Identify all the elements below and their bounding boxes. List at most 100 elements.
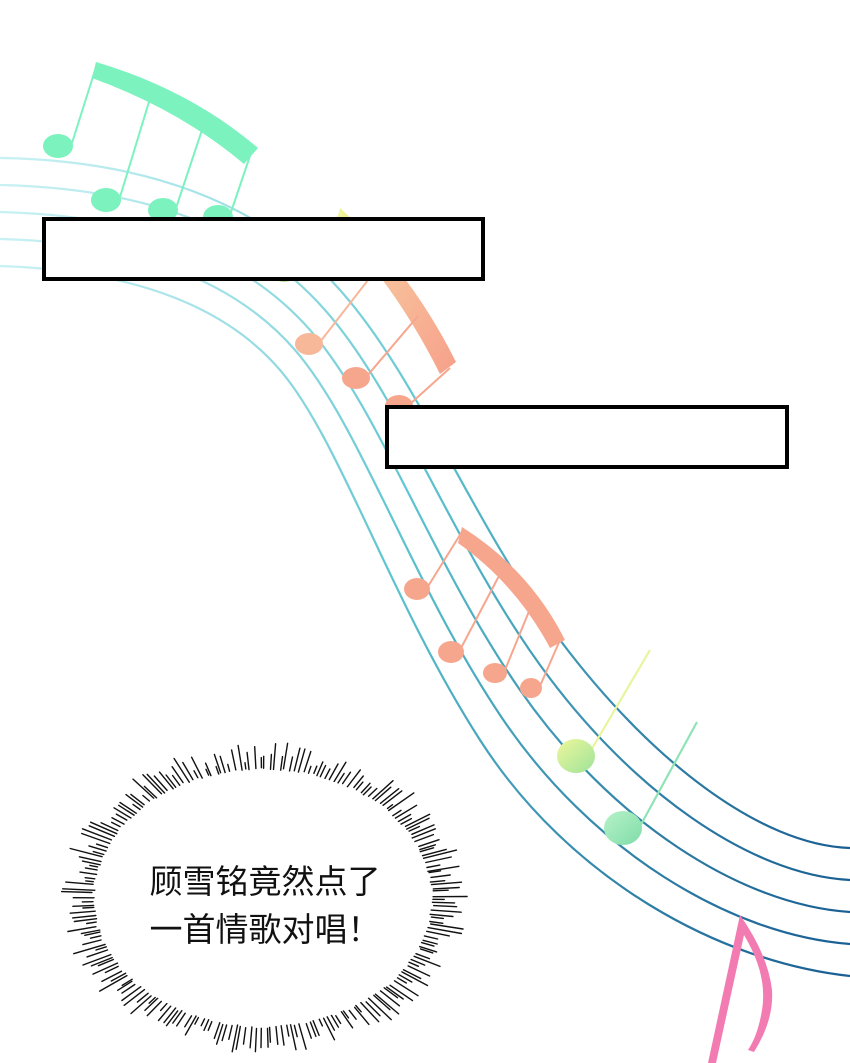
burst-ray [374, 993, 400, 1015]
burst-ray [72, 943, 106, 955]
burst-ray [130, 995, 152, 1015]
burst-ray [423, 935, 439, 940]
burst-ray [382, 790, 403, 806]
staff-line [0, 183, 850, 882]
burst-ray [193, 770, 199, 779]
burst-ray [355, 781, 364, 791]
burst-ray [269, 753, 273, 770]
eighth-note-icon [557, 649, 651, 773]
burst-ray [426, 930, 450, 937]
burst-ray [78, 856, 102, 863]
burst-ray [418, 839, 440, 848]
burst-ray [400, 817, 413, 825]
burst-ray [410, 958, 426, 966]
burst-ray [312, 1019, 320, 1037]
burst-ray [184, 1015, 197, 1036]
burst-ray [89, 821, 118, 835]
burst-ray [272, 743, 277, 771]
burst-ray [430, 874, 451, 879]
burst-ray [360, 1001, 380, 1023]
burst-ray [404, 813, 431, 828]
burst-ray [173, 757, 191, 783]
burst-ray [121, 978, 133, 987]
burst-ray [293, 1024, 298, 1038]
burst-ray [92, 962, 119, 975]
burst-ray [89, 864, 99, 868]
burst-ray [374, 786, 392, 802]
burst-ray [330, 1014, 340, 1028]
burst-ray [69, 910, 96, 914]
burst-ray [81, 860, 102, 866]
burst-ray [95, 946, 108, 951]
burst-ray [411, 828, 436, 839]
burst-ray [367, 997, 392, 1021]
burst-ray [148, 996, 156, 1004]
burst-ray [231, 1023, 239, 1053]
burst-ray [402, 969, 422, 980]
burst-ray [429, 913, 454, 918]
burst-ray [80, 929, 101, 935]
burst-ray [159, 1002, 168, 1012]
burst-ray [429, 920, 444, 924]
burst-ray [228, 1024, 233, 1041]
burst-ray [165, 774, 177, 788]
burst-ray [266, 1027, 269, 1048]
burst-ray [397, 813, 412, 823]
burst-ray [117, 804, 136, 817]
burst-ray [82, 906, 95, 909]
burst-ray [110, 972, 127, 982]
burst-ray [373, 994, 391, 1011]
burst-ray [392, 809, 402, 817]
burst-ray [84, 931, 101, 936]
burst-ray [429, 880, 446, 883]
burst-ray [157, 1005, 172, 1022]
burst-ray [213, 1022, 221, 1040]
burst-ray [348, 1009, 357, 1020]
burst-ray [421, 848, 447, 857]
burst-ray [426, 864, 441, 869]
burst-ray [88, 825, 116, 837]
narration-line-1: 顾雪铭竟然点了 [149, 862, 381, 901]
burst-ray [386, 804, 394, 810]
burst-ray [242, 1026, 247, 1045]
burst-ray [396, 977, 407, 984]
burst-ray [90, 956, 113, 967]
burst-ray [85, 880, 95, 883]
beamed-notes-icon [43, 62, 258, 229]
narration-line-2: 一首情歌对唱！ [149, 910, 381, 949]
burst-ray [153, 775, 168, 792]
burst-ray [413, 955, 441, 968]
burst-ray [82, 939, 102, 946]
burst-ray [408, 961, 420, 967]
burst-ray [398, 974, 413, 983]
burst-ray [280, 1024, 285, 1046]
burst-ray [110, 821, 121, 828]
burst-ray [268, 1026, 272, 1043]
burst-ray [346, 769, 361, 788]
burst-ray [246, 751, 250, 771]
burst-ray [414, 833, 435, 843]
burst-ray [254, 1027, 258, 1053]
burst-ray [305, 1023, 312, 1039]
burst-ray [143, 785, 158, 799]
burst-ray [428, 870, 442, 874]
burst-ray [62, 888, 97, 891]
burst-ray [165, 1010, 179, 1027]
burst-ray [69, 847, 103, 858]
burst-ray [235, 1025, 242, 1051]
burst-ray [146, 773, 166, 794]
burst-ray [104, 965, 119, 974]
burst-ray [293, 747, 301, 772]
burst-ray [432, 886, 460, 890]
burst-ray [184, 1015, 193, 1028]
burst-ray [313, 765, 318, 774]
burst-ray [340, 1010, 354, 1029]
burst-ray [97, 958, 115, 967]
burst-ray [420, 941, 435, 947]
burst-ray [125, 793, 144, 808]
burst-ray [72, 904, 95, 907]
burst-ray [379, 990, 401, 1007]
burst-ray [289, 1023, 297, 1051]
burst-ray [431, 901, 456, 904]
burst-ray [86, 949, 109, 958]
